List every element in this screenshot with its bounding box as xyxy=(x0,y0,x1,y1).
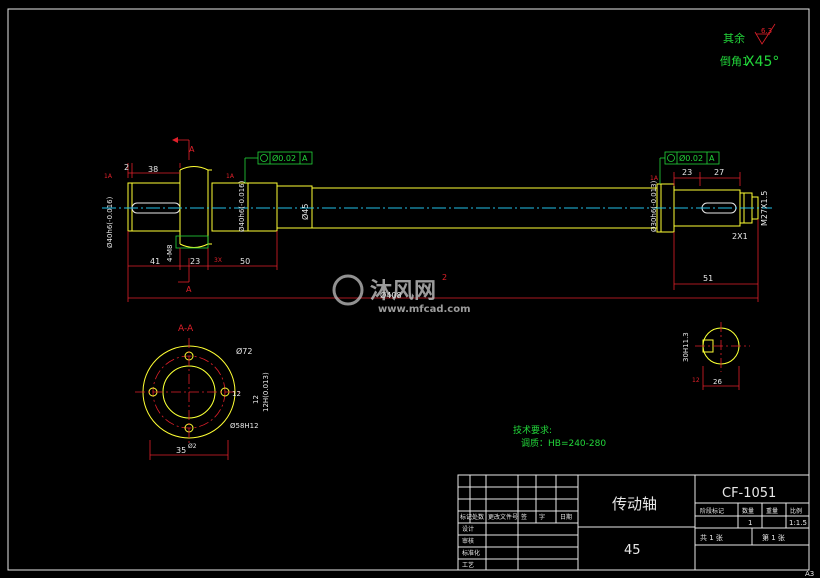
hole-spec: 12 xyxy=(232,390,241,398)
svg-text:4-M8: 4-M8 xyxy=(166,245,174,262)
svg-text:重量: 重量 xyxy=(766,507,778,515)
thread-spec: M27X1.5 xyxy=(760,191,769,226)
roughness-note-label: 其余 xyxy=(723,31,745,45)
dim-overall: Ø408 xyxy=(380,290,402,300)
section-view-keyway: 30H11.3 26 12 xyxy=(682,322,750,390)
dim-2: 2 xyxy=(124,163,129,172)
surface-label-right: 1A xyxy=(650,175,659,182)
dim-23-left: 23 xyxy=(190,257,200,266)
svg-text:比例: 比例 xyxy=(790,507,802,515)
gdt-frame-left: Ø0.02 A xyxy=(244,151,313,183)
roughness-value: 6.3 xyxy=(761,27,772,35)
cylindricity-icon xyxy=(260,154,268,162)
dim-overall-tol: 2 xyxy=(442,273,447,282)
sheet-size-label: A3 xyxy=(805,570,814,578)
cylindricity-icon-right xyxy=(667,154,675,162)
svg-text:1: 1 xyxy=(748,519,752,527)
dimension-lines-bottom: 41 23 50 51 Ø408 2 xyxy=(127,219,759,302)
dim-41: 41 xyxy=(150,257,160,266)
svg-text:Ø0.02: Ø0.02 xyxy=(679,153,703,163)
svg-text:字: 字 xyxy=(539,513,545,521)
drawing-number: CF-1051 xyxy=(722,486,776,501)
title-block: 标记 处数 更改文件号 签 字 日期 设计 审核 标准化 工艺 传动轴 45 C… xyxy=(457,474,810,571)
svg-text:审核: 审核 xyxy=(462,537,474,545)
svg-text:工艺: 工艺 xyxy=(462,561,474,569)
svg-text:处数: 处数 xyxy=(472,513,484,521)
section-plane-marker-a: A A xyxy=(172,137,195,294)
svg-text:设计: 设计 xyxy=(462,525,474,533)
section-aa-title: A-A xyxy=(178,324,194,334)
bolt-circle-dia: Ø58H12 xyxy=(230,422,259,430)
dia-mid-journal: Ø40h6(-0.016) xyxy=(238,180,246,232)
surface-label-mid: 1A xyxy=(226,173,235,180)
undercut-spec: 2X1 xyxy=(732,232,748,241)
svg-text:A: A xyxy=(302,154,308,163)
svg-text:第 1 张: 第 1 张 xyxy=(762,533,785,542)
svg-text:沐风网: 沐风网 xyxy=(370,279,436,304)
dim-27: 27 xyxy=(714,168,724,177)
gdt-frame-right: Ø0.02 A xyxy=(659,151,720,184)
watermark-logo-icon xyxy=(332,274,364,306)
svg-text:www.mfcad.com: www.mfcad.com xyxy=(378,304,471,315)
svg-text:阶段标记: 阶段标记 xyxy=(700,507,724,515)
section-view-a-a: A-A Ø72 Ø58H12 12 12H(0.013) 12 35 Ø2 xyxy=(135,324,270,460)
roughness-symbol-icon xyxy=(754,23,776,45)
svg-text:标准化: 标准化 xyxy=(462,549,480,557)
key-tol: 12H(0.013) xyxy=(262,372,270,412)
svg-text:签: 签 xyxy=(521,513,527,521)
surface-label-left: 1A xyxy=(104,173,113,180)
svg-text:Ø0.02: Ø0.02 xyxy=(272,153,296,163)
chamfer-note-value: X45° xyxy=(745,54,779,70)
material: 45 xyxy=(624,543,641,558)
hole-pitch: Ø2 xyxy=(188,443,197,450)
svg-text:A: A xyxy=(709,154,715,163)
dimension-lines-top: 2 38 1A 1A 1A 23 27 xyxy=(104,163,741,186)
dim-23-right: 23 xyxy=(682,168,692,177)
tech-req-line1: 调质：HB=240-280 xyxy=(521,437,606,449)
dia-left-journal: Ø40h6(-0.016) xyxy=(106,196,114,248)
flange-width: 35 xyxy=(176,446,186,455)
chamfer-note-label: 倒角1 xyxy=(720,55,749,68)
svg-text:标记: 标记 xyxy=(460,513,472,521)
tech-req-title: 技术要求: xyxy=(513,424,552,436)
dia-body: Ø45 xyxy=(300,204,310,220)
watermark: 沐风网 www.mfcad.com xyxy=(332,274,471,315)
svg-text:共 1 张: 共 1 张 xyxy=(700,533,723,542)
dim-50: 50 xyxy=(240,257,250,266)
sheet-border xyxy=(7,8,810,571)
dim-51: 51 xyxy=(703,274,713,283)
keyway-roughness: 12 xyxy=(692,377,700,384)
svg-text:更改文件号: 更改文件号 xyxy=(488,513,518,521)
dia-right-journal: Ø30h6(-0.013) xyxy=(650,180,658,232)
svg-text:3X: 3X xyxy=(214,257,222,264)
section-letter-top: A xyxy=(189,145,195,154)
keyway-width: 26 xyxy=(713,378,722,386)
section-letter-bottom: A xyxy=(186,285,192,294)
keyway-detail-left: 4-M8 3X xyxy=(166,235,222,264)
svg-text:数量: 数量 xyxy=(742,507,754,515)
svg-text:1:1.5: 1:1.5 xyxy=(789,519,807,527)
key-height: 12 xyxy=(252,395,260,404)
svg-text:日期: 日期 xyxy=(560,513,572,521)
part-name: 传动轴 xyxy=(612,495,657,513)
dim-38: 38 xyxy=(148,165,158,174)
shaft-main-view xyxy=(102,166,772,248)
keyway-depth: 30H11.3 xyxy=(682,332,690,362)
flange-od: Ø72 xyxy=(236,346,252,356)
